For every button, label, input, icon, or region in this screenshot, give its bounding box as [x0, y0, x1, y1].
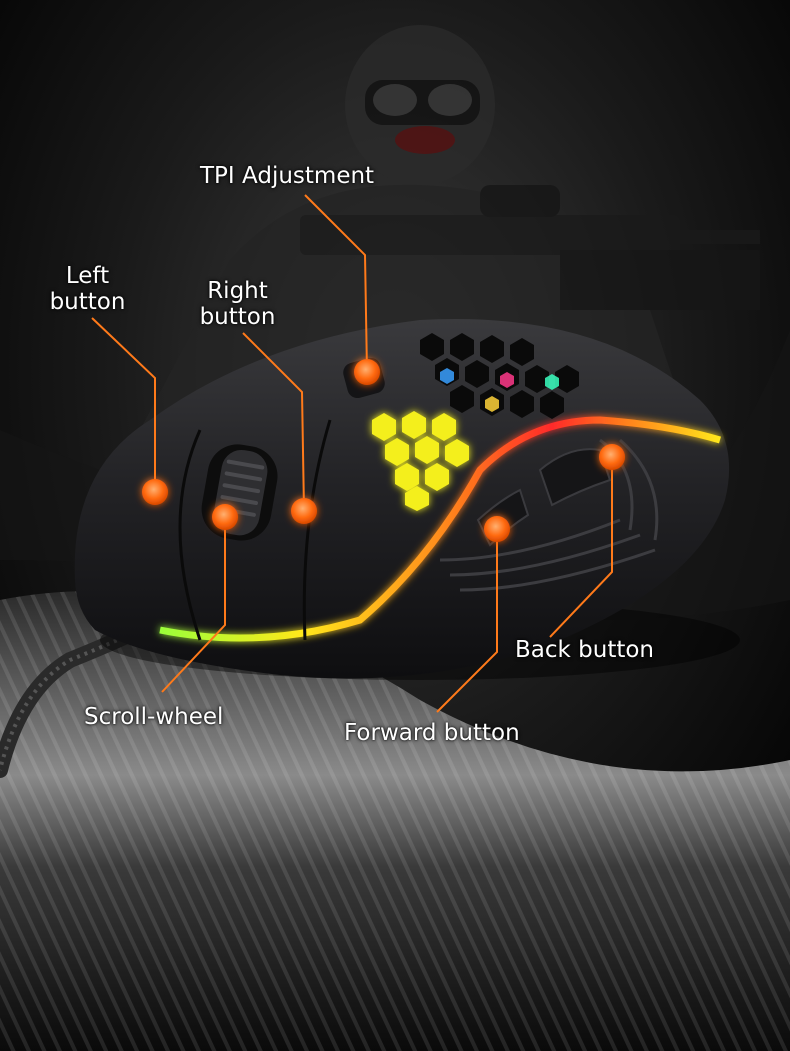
left-button-edge — [178, 429, 202, 641]
leader-forward — [436, 530, 498, 713]
label-forward-button: Forward button — [344, 720, 520, 746]
markers — [142, 359, 625, 542]
side-grip-lines — [439, 438, 659, 592]
rgb-honeycomb-glow — [440, 368, 559, 412]
label-forward-text: Forward button — [344, 720, 520, 746]
leader-right — [242, 332, 305, 511]
leader-lines — [91, 194, 613, 713]
label-tpi-text: TPI Adjustment — [200, 163, 375, 189]
tpi-marker-icon — [354, 359, 380, 385]
label-scroll-wheel: Scroll-wheel — [84, 704, 223, 730]
floor-texture — [0, 591, 790, 1051]
label-right-button: Right button — [185, 278, 290, 330]
leader-left — [91, 317, 156, 490]
label-right-line2: button — [199, 304, 276, 330]
right-button-marker-icon — [291, 498, 317, 524]
button-split-line — [302, 419, 332, 641]
label-left-button: Left button — [30, 263, 145, 315]
label-back-text: Back button — [515, 637, 655, 663]
label-right-line1: Right — [207, 278, 268, 304]
leader-tpi — [304, 194, 368, 373]
label-left-line1: Left — [65, 263, 110, 289]
scroll-wheel-marker-icon — [212, 504, 238, 530]
label-back-button: Back button — [515, 637, 654, 663]
leader-scroll — [161, 518, 226, 693]
label-left-line2: button — [49, 289, 126, 315]
cable-braid — [0, 618, 161, 771]
left-button-marker-icon — [142, 479, 168, 505]
leader-back — [549, 457, 613, 638]
rgb-light-strip — [159, 416, 722, 642]
back-button-marker-icon — [599, 444, 625, 470]
label-scroll-text: Scroll-wheel — [84, 704, 224, 730]
mouse-body — [74, 319, 730, 679]
glowing-honeycomb — [372, 411, 469, 511]
forward-button-marker-icon — [484, 516, 510, 542]
label-tpi-adjustment: TPI Adjustment — [200, 163, 374, 189]
